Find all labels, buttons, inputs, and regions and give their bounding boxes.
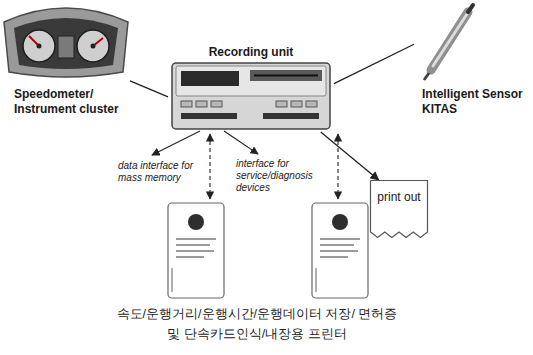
caption: 속도/운행거리/운행시간/운행데이터 저장/ 면허증 및 단속카드인식/내장용 … <box>112 304 402 344</box>
card-emblem <box>188 214 204 230</box>
button <box>306 101 317 107</box>
card-print <box>320 250 358 252</box>
sensor-body <box>431 12 468 70</box>
card-print <box>320 256 348 258</box>
dial <box>77 30 109 62</box>
interface-label: interface for service/diagnosis devices <box>236 158 332 194</box>
interface-label: data interface for mass memory <box>118 160 204 184</box>
paper-outline <box>370 180 428 238</box>
connector <box>321 132 379 180</box>
card-print <box>176 238 216 240</box>
card-print <box>176 250 214 252</box>
card-print <box>320 244 354 246</box>
needle-hub <box>37 44 42 49</box>
button <box>276 101 287 107</box>
instrument-cluster <box>4 8 128 77</box>
sensor <box>424 5 473 80</box>
driver-card <box>168 203 224 298</box>
card-print <box>320 238 360 240</box>
button <box>291 101 302 107</box>
card-print <box>171 268 173 292</box>
leader-arrow <box>224 131 258 154</box>
card-print <box>176 244 210 246</box>
cluster-display <box>58 36 74 58</box>
button <box>181 101 192 107</box>
card-print <box>176 256 204 258</box>
control-card <box>312 203 368 298</box>
dial <box>23 30 55 62</box>
node-label: Intelligent Sensor KITAS <box>422 87 524 117</box>
node-label: print out <box>373 190 425 205</box>
cluster-panel <box>14 18 118 69</box>
needle-hub <box>91 44 96 49</box>
card-slot <box>181 113 237 119</box>
sensor-highlight <box>433 14 467 66</box>
printout-node: print out <box>370 180 428 238</box>
card-print <box>315 268 317 292</box>
printer-slot <box>250 70 322 81</box>
recording-unit-node: Recording unit <box>168 44 334 132</box>
cluster-housing <box>4 8 128 77</box>
card-arrow <box>337 134 338 199</box>
recording-unit <box>172 63 330 129</box>
button <box>196 101 207 107</box>
instrument-cluster-node: Speedometer/ Instrument cluster <box>4 0 130 119</box>
paper-slit <box>254 75 318 77</box>
sensor-cable <box>468 5 473 12</box>
connector <box>334 44 414 83</box>
unit-display <box>181 71 239 86</box>
card-arrow <box>209 134 210 199</box>
unit-housing <box>172 63 330 129</box>
card-slot <box>263 113 319 119</box>
button <box>211 101 222 107</box>
unit-front <box>176 66 326 96</box>
card-outline <box>168 203 224 298</box>
node-label: Speedometer/ Instrument cluster <box>14 87 126 117</box>
node-label: Recording unit <box>170 45 332 60</box>
leader-arrow <box>152 131 200 155</box>
connector <box>130 81 168 97</box>
card-outline <box>312 203 368 298</box>
sensor-tip <box>424 73 429 80</box>
sensor-node: Intelligent Sensor KITAS <box>414 4 528 119</box>
paper-shape <box>371 181 428 238</box>
card-emblem <box>332 214 348 230</box>
